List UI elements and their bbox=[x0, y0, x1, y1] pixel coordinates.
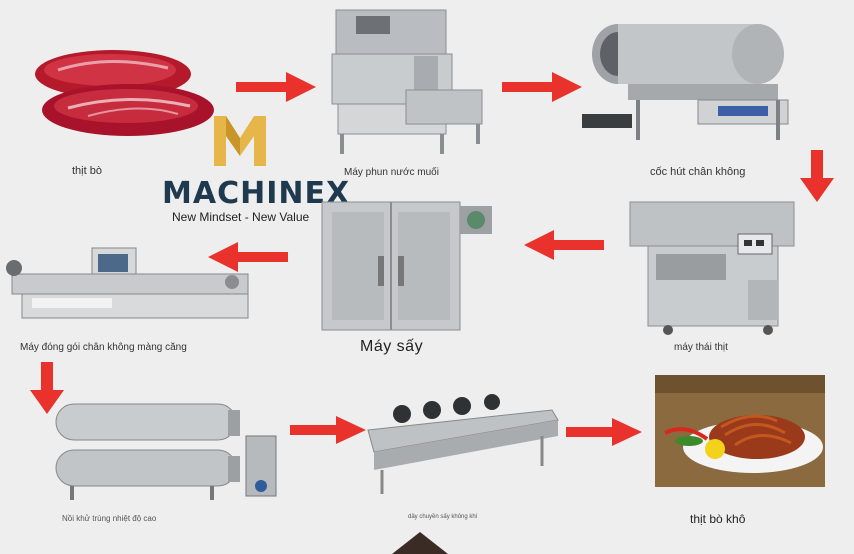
autoclave-image bbox=[42, 396, 292, 506]
arrow-right-icon bbox=[290, 416, 366, 444]
step-label-beef: thịt bò bbox=[72, 165, 102, 177]
brand-name: MACHINEX bbox=[162, 176, 351, 211]
step-label-sterilizer: Nồi khử trùng nhiệt độ cao bbox=[62, 514, 157, 523]
meat-slicer-image bbox=[628, 200, 798, 340]
m-logo-icon bbox=[212, 112, 268, 168]
dryer-cabinet-image bbox=[318, 196, 498, 336]
dried-beef-dish-image bbox=[655, 375, 825, 487]
step-label-drying-line: dây chuyền sấy không khí bbox=[408, 514, 478, 520]
raw-beef-image bbox=[18, 32, 218, 142]
vacuum-packing-machine-image bbox=[2, 236, 252, 326]
triangle-decoration-icon bbox=[392, 532, 448, 554]
arrow-down-icon bbox=[30, 362, 64, 414]
brand-tagline: New Mindset - New Value bbox=[172, 210, 310, 224]
arrow-left-icon bbox=[208, 242, 288, 272]
arrow-right-icon bbox=[502, 72, 582, 102]
step-label-vacuum-tumbler: cốc hút chân không bbox=[650, 166, 746, 178]
step-label-dryer: Máy sấy bbox=[360, 338, 424, 355]
brine-injector-machine-image bbox=[318, 4, 493, 164]
vacuum-tumbler-image bbox=[578, 10, 798, 150]
arrow-left-icon bbox=[524, 230, 604, 260]
step-label-brine-injector: Máy phun nước muối bbox=[344, 167, 439, 178]
step-label-slicer: máy thái thịt bbox=[674, 342, 728, 353]
step-label-dried-beef: thịt bò khô bbox=[690, 512, 746, 526]
arrow-down-icon bbox=[800, 150, 834, 202]
air-drying-line-image bbox=[362, 390, 562, 500]
step-label-vacuum-packer: Máy đóng gói chân không màng căng bbox=[20, 342, 187, 353]
arrow-right-icon bbox=[236, 72, 316, 102]
machinex-logo: MACHINEX New Mindset - New Value bbox=[162, 112, 349, 232]
arrow-right-icon bbox=[566, 418, 642, 446]
